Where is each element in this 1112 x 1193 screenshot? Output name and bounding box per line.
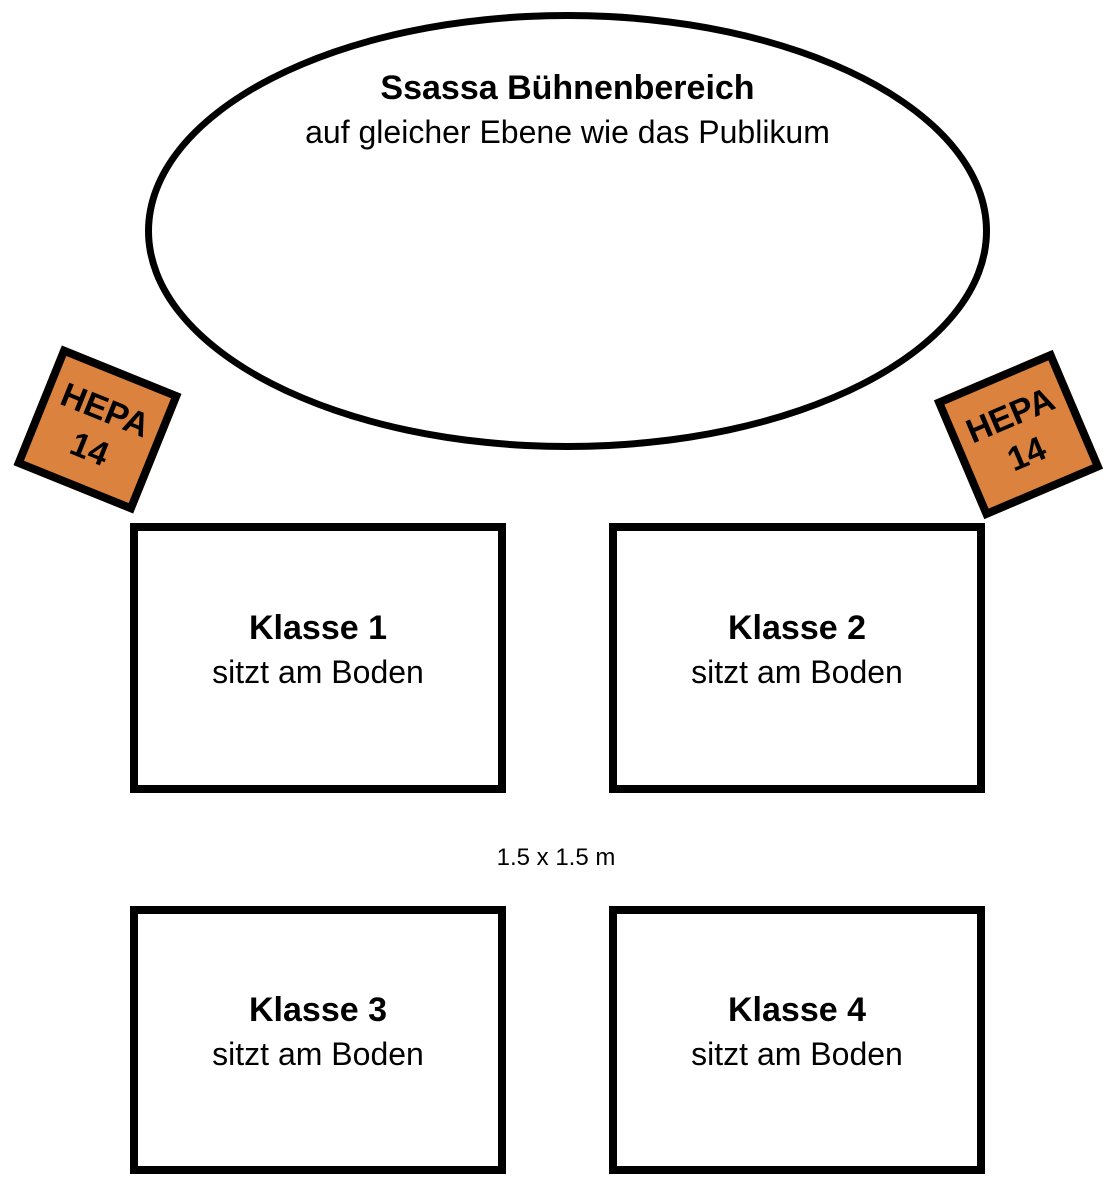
class-1-title: Klasse 1 [249, 609, 387, 647]
class-area-1: Klasse 1 sitzt am Boden [130, 523, 506, 793]
hepa-filter-left: HEPA 14 [13, 345, 182, 514]
class-3-subtitle: sitzt am Boden [212, 1036, 424, 1072]
class-2-title: Klasse 2 [728, 609, 866, 647]
class-1-subtitle: sitzt am Boden [212, 654, 424, 690]
class-area-2: Klasse 2 sitzt am Boden [609, 523, 985, 793]
class-area-4: Klasse 4 sitzt am Boden [609, 906, 985, 1174]
class-3-title: Klasse 3 [249, 991, 387, 1029]
class-2-subtitle: sitzt am Boden [691, 654, 903, 690]
stage-subtitle: auf gleicher Ebene wie das Publikum [305, 114, 830, 150]
class-area-3: Klasse 3 sitzt am Boden [130, 906, 506, 1174]
class-4-subtitle: sitzt am Boden [691, 1036, 903, 1072]
stage-area-ellipse: Ssassa Bühnenbereich auf gleicher Ebene … [145, 12, 990, 450]
hepa-filter-right: HEPA 14 [933, 349, 1104, 520]
class-4-title: Klasse 4 [728, 991, 866, 1029]
dimension-label: 1.5 x 1.5 m [496, 844, 616, 871]
stage-title: Ssassa Bühnenbereich [380, 69, 755, 107]
